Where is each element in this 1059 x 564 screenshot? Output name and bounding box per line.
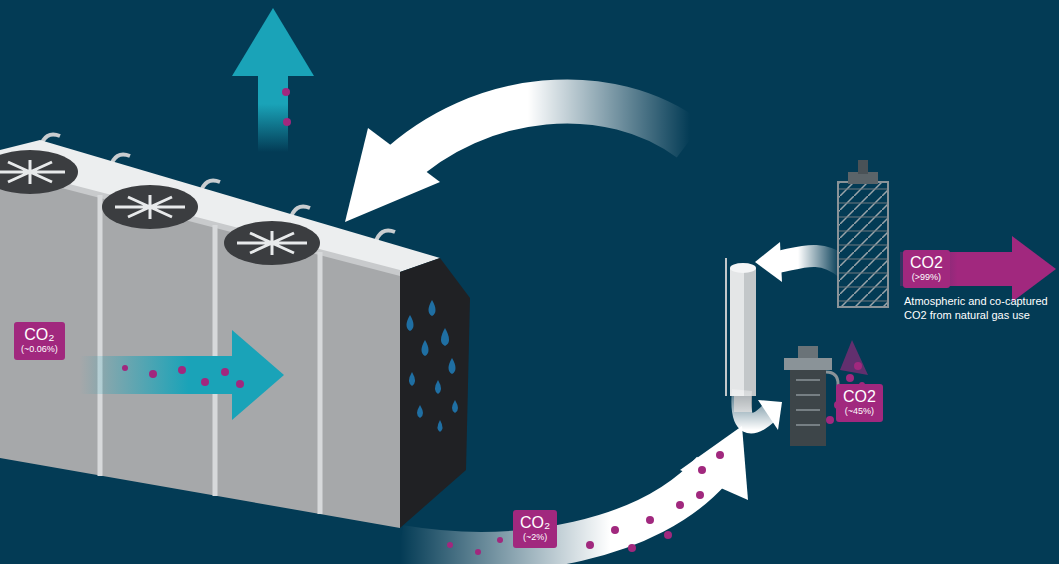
- co2-badge: CO₂(~0.06%): [14, 322, 65, 360]
- gas-name: CO2: [843, 388, 876, 406]
- gas-name: CO₂: [21, 326, 58, 344]
- co2-badge: CO2(~45%): [836, 384, 883, 422]
- gas-name: CO₂: [520, 514, 550, 532]
- concentration: (~0.06%): [21, 344, 58, 355]
- co2-badge: CO₂(~2%): [513, 510, 557, 548]
- concentration: (~2%): [520, 532, 550, 543]
- co2-badge: CO2(>99%): [903, 250, 950, 288]
- concentration: (~45%): [843, 406, 876, 417]
- concentration: (>99%): [910, 272, 943, 283]
- gas-name: CO2: [910, 254, 943, 272]
- source-note: Atmospheric and co-captured CO2 from nat…: [904, 294, 1054, 322]
